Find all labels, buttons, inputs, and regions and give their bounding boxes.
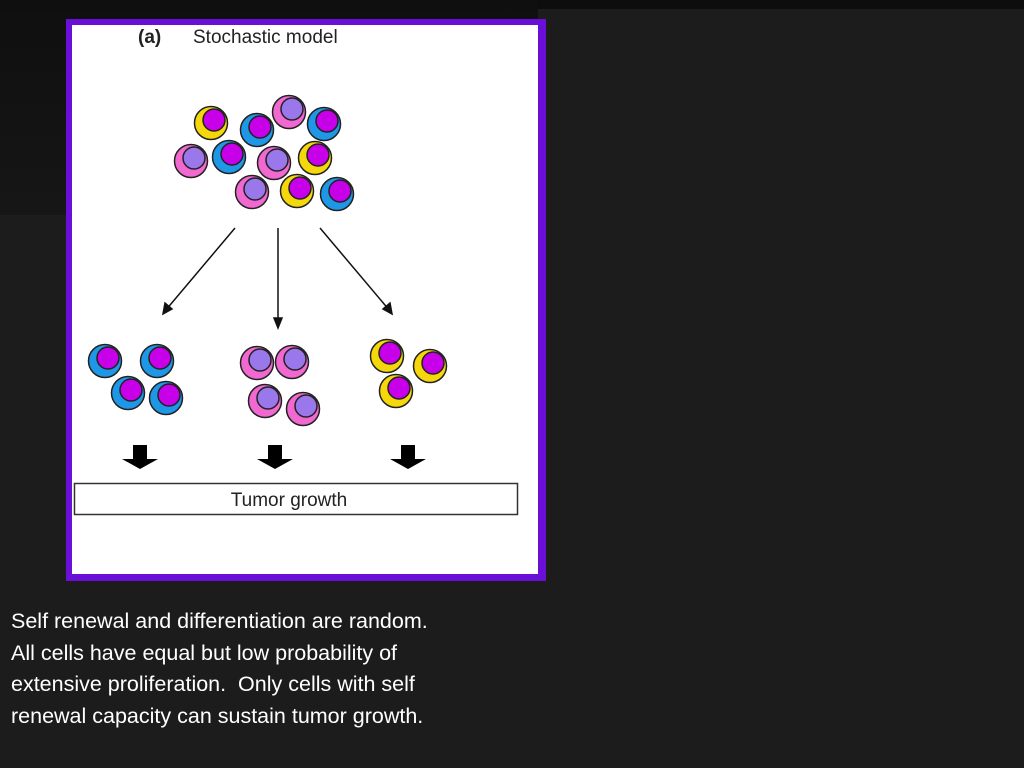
tumor-growth-label: Tumor growth <box>231 490 348 511</box>
cell-groups <box>87 94 448 427</box>
cell-nucleus <box>157 383 181 407</box>
cell-nucleus <box>220 142 244 166</box>
yellow-cell <box>369 338 405 374</box>
cell-nucleus <box>421 351 445 375</box>
pink-cell <box>285 391 321 427</box>
cell-nucleus <box>248 115 272 139</box>
cell-nucleus <box>243 177 267 201</box>
cell-nucleus <box>306 143 330 167</box>
block-arrow-middle <box>257 445 293 469</box>
caption-line: renewal capacity can sustain tumor growt… <box>11 703 424 728</box>
blue-cell <box>211 139 247 175</box>
yellow-cell <box>297 140 333 176</box>
caption-line: Self renewal and differentiation are ran… <box>11 609 428 633</box>
pink-cell <box>247 383 283 419</box>
arrowhead-right <box>381 301 394 316</box>
cell-nucleus <box>280 97 304 121</box>
pink-cell <box>239 345 275 381</box>
pink-cell <box>173 143 209 179</box>
arrow-right <box>319 227 391 312</box>
blue-cell <box>87 343 123 379</box>
cell-nucleus <box>248 348 272 372</box>
arrowhead-middle <box>272 317 284 331</box>
cell-nucleus <box>288 176 312 200</box>
cell-nucleus <box>256 386 280 410</box>
yellow-cell <box>412 348 448 384</box>
cell-nucleus <box>283 347 307 371</box>
block-arrows <box>122 445 426 469</box>
branch-arrows <box>161 227 394 331</box>
cell-nucleus <box>387 376 411 400</box>
cell-nucleus <box>265 148 289 172</box>
blue-cell <box>319 176 355 212</box>
block-arrow-left <box>122 445 158 469</box>
stochastic-model-diagram: (a) Stochastic model Tumor growth <box>66 19 546 581</box>
pink-cell <box>274 344 310 380</box>
yellow-cell <box>378 373 414 409</box>
cell-nucleus <box>182 146 206 170</box>
blue-cell <box>110 375 146 411</box>
cell-nucleus <box>119 378 143 402</box>
cell-nucleus <box>294 394 318 418</box>
cell-nucleus <box>378 341 402 365</box>
blue-cell <box>306 106 342 142</box>
caption-line: All cells have equal but low probability… <box>11 640 398 665</box>
blue-cell <box>139 343 175 379</box>
pink-cell <box>256 145 292 181</box>
yellow-cell <box>279 173 315 209</box>
caption: Self renewal and differentiation are ran… <box>11 606 531 732</box>
block-arrow-right <box>390 445 426 469</box>
caption-line: extensive proliferation. Only cells with… <box>11 672 415 696</box>
yellow-cell <box>193 105 229 141</box>
cell-nucleus <box>328 179 352 203</box>
cell-nucleus <box>202 108 226 132</box>
cell-nucleus <box>315 109 339 133</box>
panel-label: (a) <box>138 27 161 48</box>
pink-cell <box>234 174 270 210</box>
tumor-growth-box <box>73 482 519 516</box>
arrowhead-left <box>161 301 174 316</box>
blue-cell <box>148 380 184 416</box>
figure-title: Stochastic model <box>193 27 338 48</box>
arrow-left <box>164 227 236 312</box>
cell-nucleus <box>96 346 120 370</box>
blue-cell <box>239 112 275 148</box>
pink-cell <box>271 94 307 130</box>
cell-nucleus <box>148 346 172 370</box>
